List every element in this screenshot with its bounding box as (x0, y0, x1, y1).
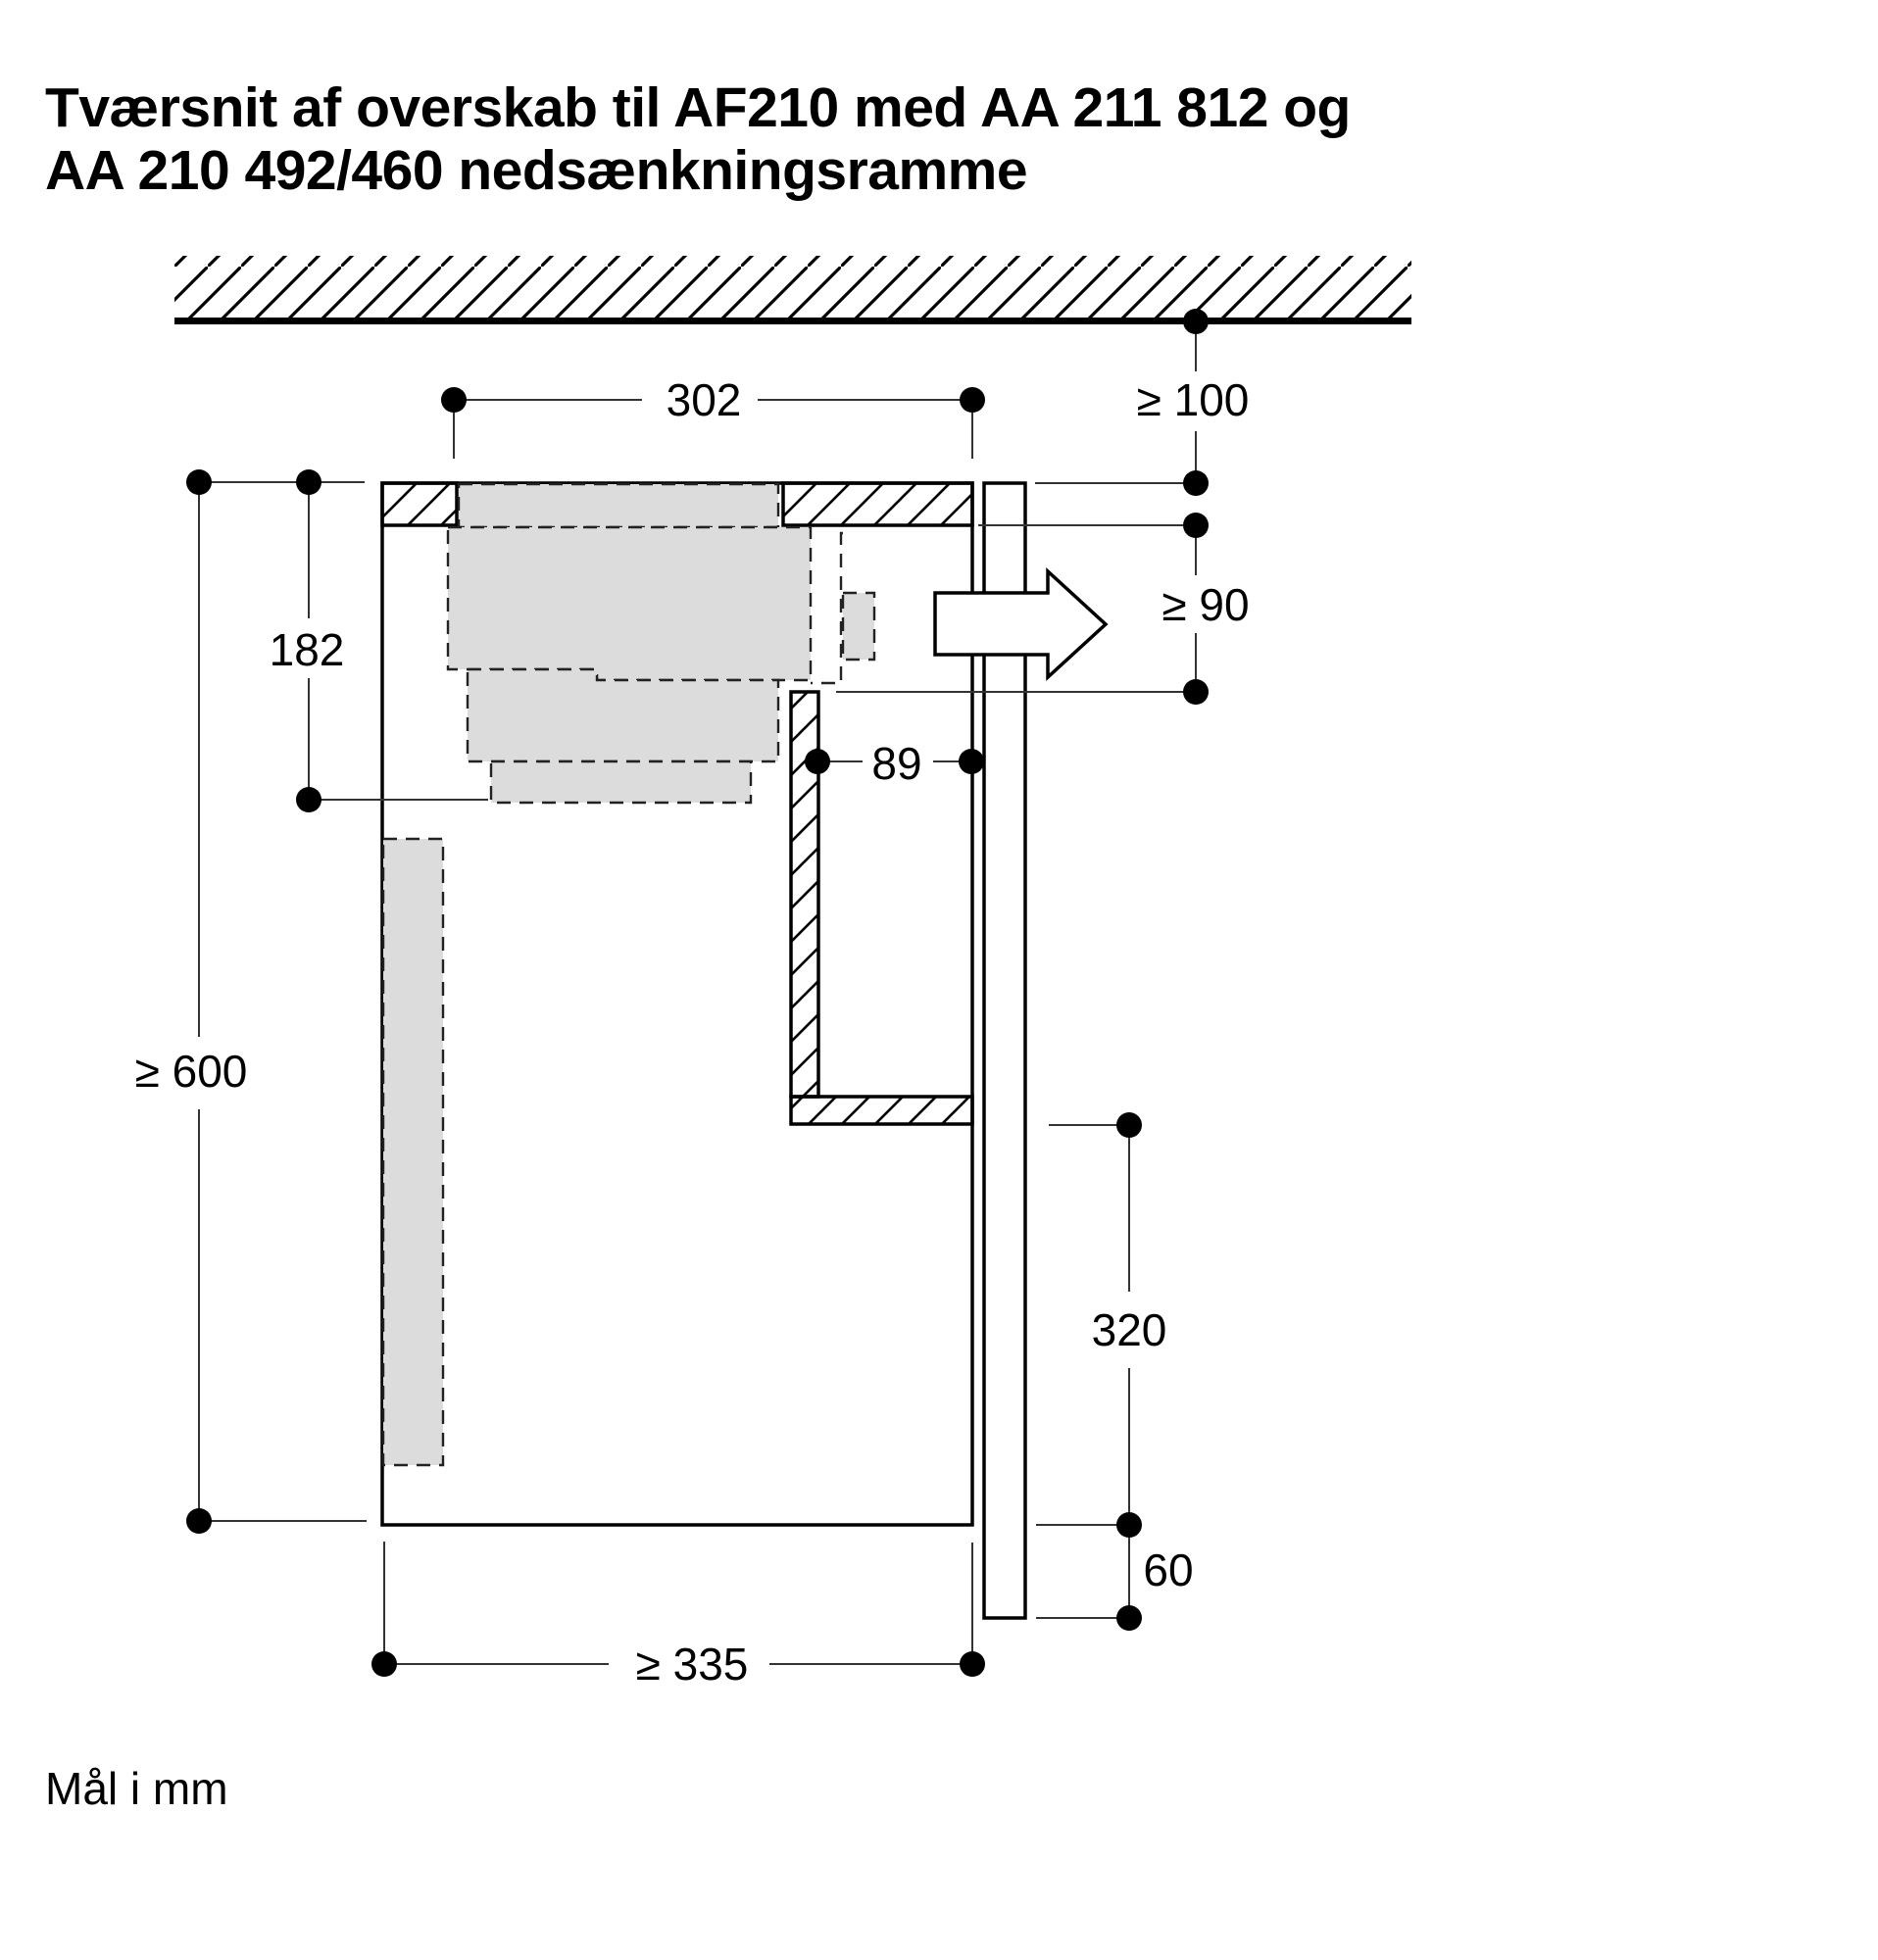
dot-icon (1183, 309, 1209, 334)
dim-label-182: 182 (270, 624, 345, 675)
dot-icon (960, 387, 985, 413)
cabinet-top-panel (380, 481, 974, 527)
dot-icon (296, 787, 321, 812)
dot-icon (441, 387, 467, 413)
arrow-right-icon (933, 567, 1109, 681)
dot-icon (1116, 1512, 1142, 1538)
dot-icon (296, 469, 321, 495)
ceiling (174, 256, 1411, 324)
hood-upper-body (446, 525, 813, 682)
dot-icon (371, 1651, 397, 1677)
dimension-lines (198, 321, 1197, 1665)
dot-icon (805, 749, 830, 774)
title-line-1: Tværsnit af overskab til AF210 med AA 21… (45, 76, 1351, 139)
dot-icon (1116, 1605, 1142, 1631)
dim-label-cabinet-depth: ≥ 335 (636, 1639, 749, 1690)
connector-piece (841, 591, 876, 662)
dimension-labels: 302 ≥ 100 ≥ 90 182 89 ≥ 600 320 60 ≥ 335 (135, 374, 1250, 1690)
dot-icon (186, 469, 212, 495)
title-line-2: AA 210 492/460 nedsænkningsramme (45, 139, 1028, 202)
duct-outline (811, 531, 843, 685)
hood-lower-body (489, 760, 753, 805)
dot-icon (1183, 513, 1209, 538)
dim-label-89: 89 (871, 738, 921, 789)
dot-icon (186, 1508, 212, 1534)
dot-icon (1183, 470, 1209, 496)
dim-label-320: 320 (1092, 1304, 1167, 1355)
dim-label-302: 302 (667, 374, 742, 425)
dimension-points (186, 309, 1209, 1677)
cabinet-door (982, 481, 1027, 1620)
dim-label-cabinet-height: ≥ 600 (135, 1046, 248, 1097)
dot-icon (1183, 679, 1209, 705)
dim-label-air-gap: ≥ 90 (1161, 579, 1249, 630)
units-note: Mål i mm (45, 1763, 228, 1814)
dim-label-ceiling-clearance: ≥ 100 (1137, 374, 1250, 425)
dot-icon (1116, 1112, 1142, 1138)
side-duct-panel (381, 837, 445, 1467)
hood-components (381, 482, 876, 1467)
dim-label-60: 60 (1143, 1544, 1193, 1595)
dot-icon (960, 1651, 985, 1677)
hood-middle-body (466, 667, 780, 763)
frame-insert (457, 482, 780, 529)
page-title: Tværsnit af overskab til AF210 med AA 21… (45, 76, 1351, 202)
dot-icon (959, 749, 984, 774)
